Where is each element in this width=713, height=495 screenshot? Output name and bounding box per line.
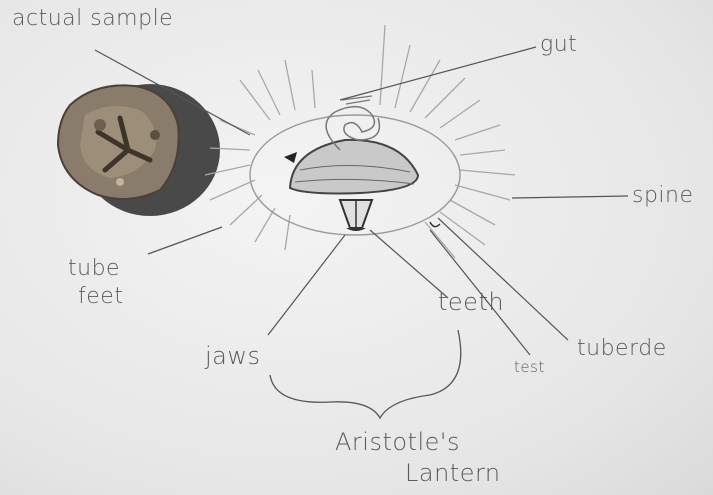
- label-gut: gut: [540, 32, 577, 57]
- label-feet: feet: [78, 284, 123, 309]
- test-shell: [284, 140, 418, 194]
- label-tubercle: tuberde: [577, 336, 667, 361]
- label-aristotles: Aristotle's: [335, 428, 460, 456]
- label-spine: spine: [632, 183, 694, 208]
- lantern-brace: [270, 330, 461, 418]
- label-jaws: jaws: [205, 342, 261, 370]
- tubercle-marker: [284, 152, 297, 163]
- fossil-sample: [58, 84, 220, 216]
- label-lantern: Lantern: [405, 459, 501, 487]
- label-tube: tube: [68, 256, 120, 281]
- label-test: test: [514, 358, 545, 376]
- label-actual-sample: actual sample: [12, 6, 173, 31]
- gut-top: [342, 96, 372, 104]
- label-teeth: teeth: [438, 288, 504, 316]
- lantern-jaws: [340, 200, 440, 231]
